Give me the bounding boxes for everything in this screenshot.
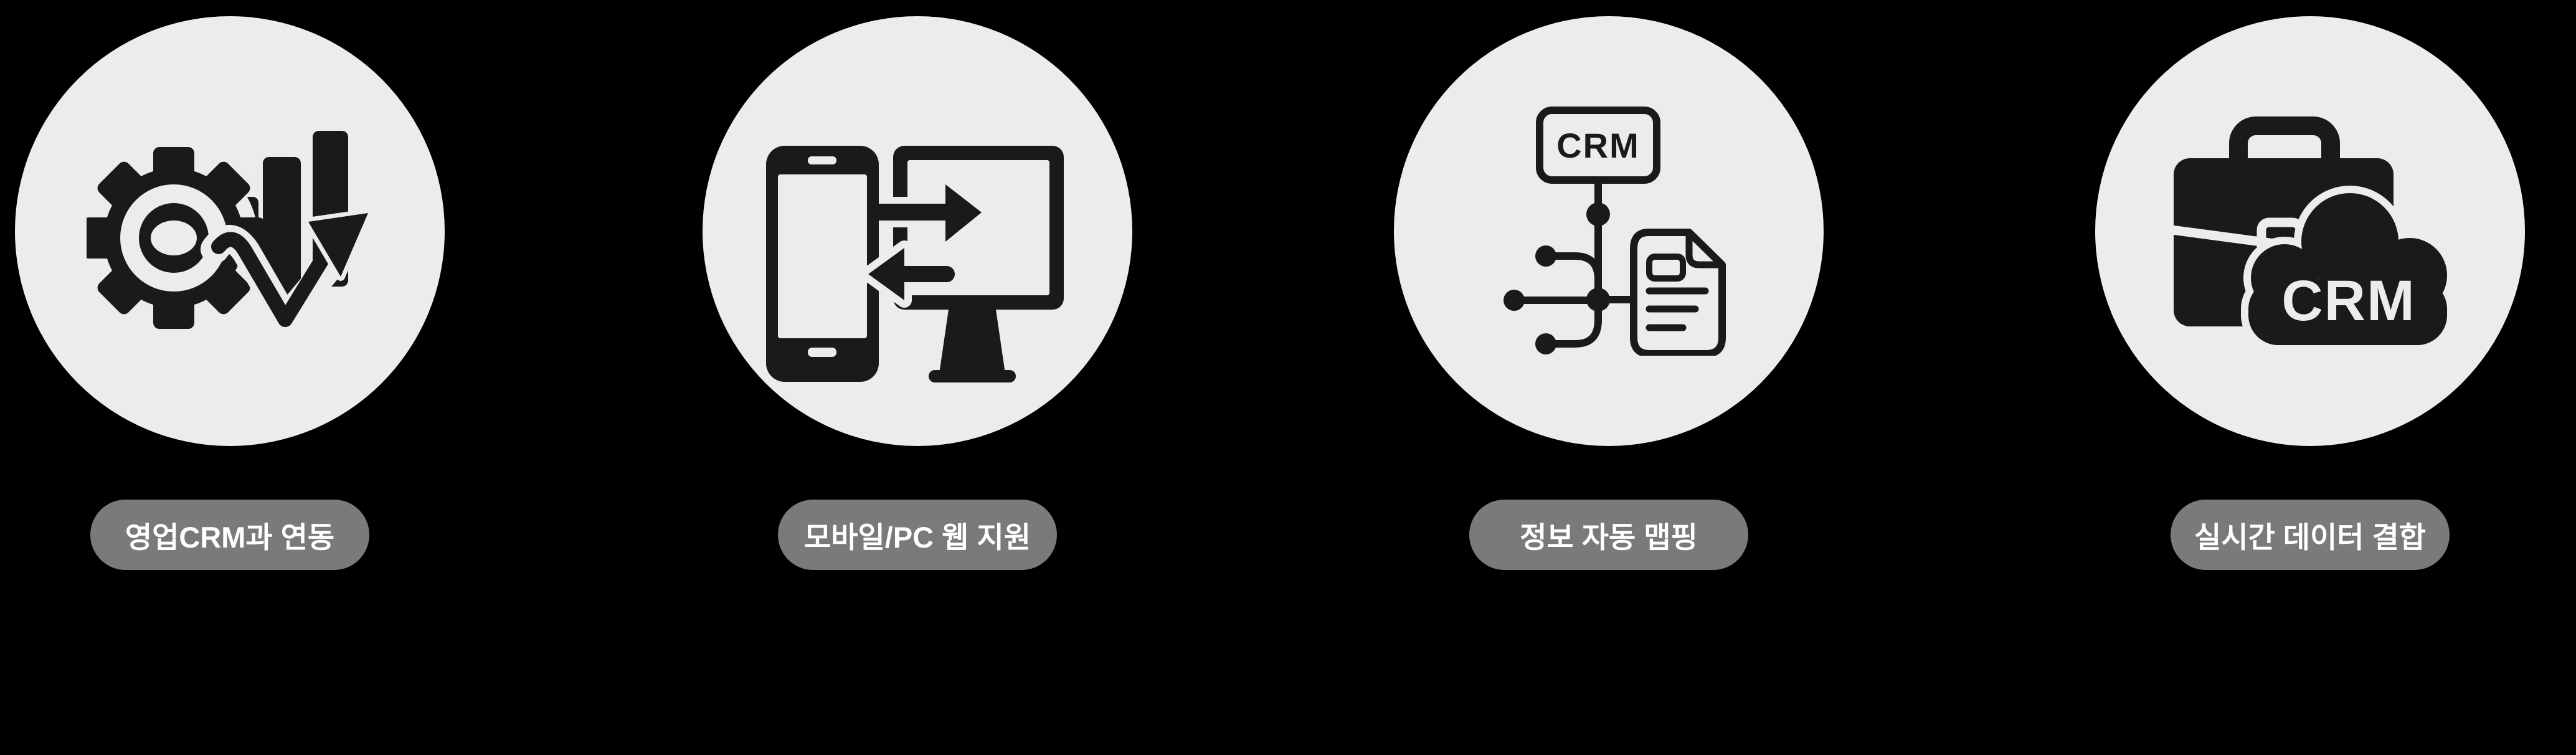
cloud-crm-text: CRM [2281,269,2416,333]
feature-label-badge: 모바일/PC 웹 지원 [778,500,1057,570]
feature-label: 모바일/PC 웹 지원 [804,521,1031,554]
feature-icon-circle [703,16,1132,446]
crm-data-mapping-icon: CRM [1503,107,1726,356]
feature-column-realtime-data: CRM 실시간 데이터 결합 [2089,16,2531,570]
feature-label: 실시간 데이터 결합 [2194,521,2427,554]
feature-column-mobile-pc-web: 모바일/PC 웹 지원 [696,16,1139,570]
feature-label-badge: 영업CRM과 연동 [90,500,369,570]
feature-label-badge: 실시간 데이터 결합 [2171,500,2450,570]
briefcase-crm-cloud-icon: CRM [2167,116,2453,353]
feature-label: 영업CRM과 연동 [125,521,335,554]
feature-icon-circle: CRM [1394,16,1824,446]
feature-icon-circle [15,16,445,446]
gear-growth-chart-icon [87,130,372,334]
mobile-pc-sync-icon [766,146,1064,382]
feature-label: 정보 자동 맵핑 [1520,521,1698,554]
crm-box-text: CRM [1556,126,1640,165]
feature-column-crm-integration: 영업CRM과 연동 [9,16,451,570]
feature-column-auto-mapping: CRM 정보 자동 맵핑 [1388,16,1830,570]
feature-label-badge: 정보 자동 맵핑 [1469,500,1748,570]
feature-icon-circle: CRM [2095,16,2525,446]
